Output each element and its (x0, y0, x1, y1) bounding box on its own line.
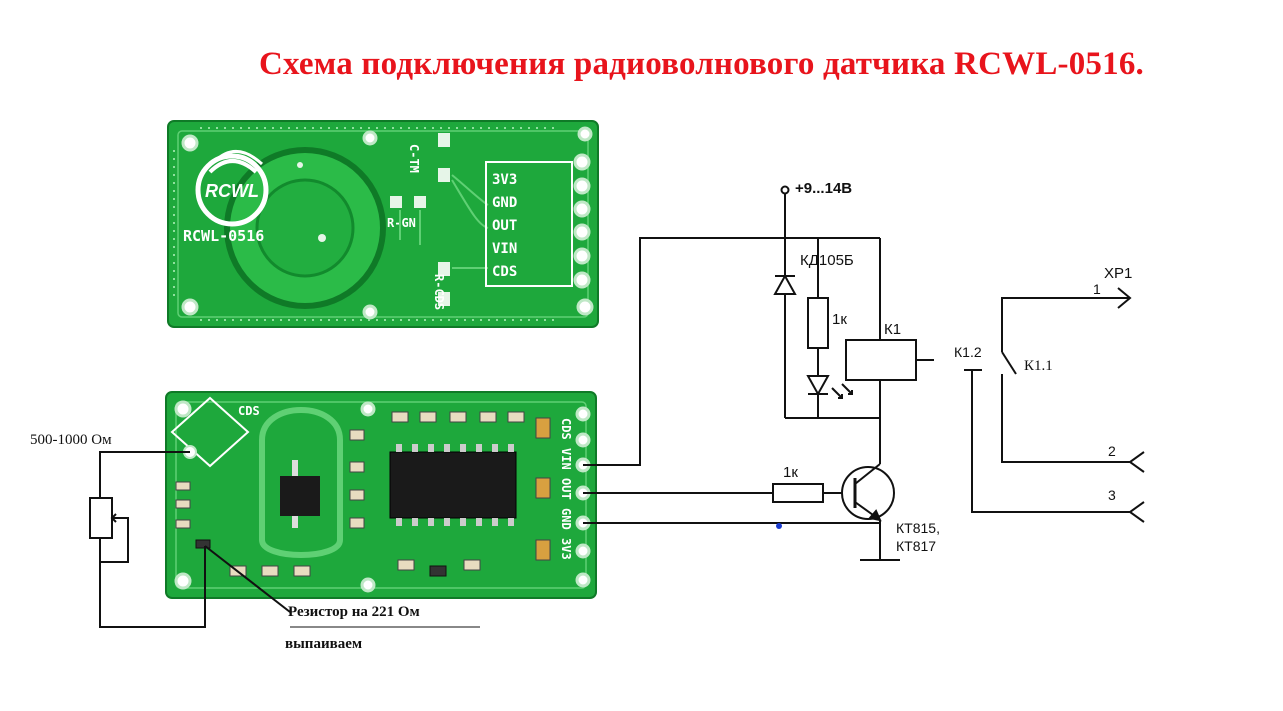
top-pin-out: OUT (492, 218, 517, 234)
pot-label: 500-1000 Ом (30, 432, 112, 448)
bottom-pin-3v3: 3V3 (559, 538, 573, 560)
bottom-pin-vin: VIN (559, 448, 573, 470)
pin1-label: 1 (1093, 281, 1101, 297)
top-pin-cds: CDS (492, 264, 517, 280)
bottom-pin-gnd: GND (559, 508, 573, 530)
pin3-label: 3 (1108, 487, 1116, 503)
bottom-pin-labels: CDS VIN OUT GND 3V3 (559, 418, 573, 560)
pin2-label: 2 (1108, 443, 1116, 459)
board-bottom: CDS (165, 391, 597, 599)
r-base-label: 1к (783, 464, 798, 481)
bottom-pin-out: OUT (559, 478, 573, 500)
pad-r-gn: R-GN (387, 216, 416, 230)
relay-contacts (964, 287, 1145, 523)
contact-k11-label: К1.1 (1024, 358, 1053, 374)
bottom-cds-label: CDS (238, 404, 260, 418)
pad-c-tm: C-TM (407, 144, 421, 173)
pad-r-cds: R-CDS (432, 274, 446, 310)
junction-dot (776, 523, 782, 529)
board-top-logo: RCWL (205, 181, 259, 201)
top-pin-gnd: GND (492, 195, 517, 211)
transistor-label-2: КТ817 (896, 538, 936, 554)
driver-wires (583, 185, 934, 561)
relay-label: К1 (884, 321, 901, 338)
diode-label: КД105Б (800, 252, 854, 269)
board-top: RCWL RCWL-0516 C-TM R-GN R-CDS 3V3 GND O… (167, 120, 599, 328)
top-pin-vin: VIN (492, 241, 517, 257)
resistor-note-line1: Резистор на 221 Ом (288, 604, 420, 620)
resistor-note-line2: выпаиваем (285, 636, 362, 652)
board-top-model: RCWL-0516 (183, 227, 264, 245)
contact-k12-label: К1.2 (954, 344, 982, 360)
supply-label: +9...14В (795, 180, 852, 197)
top-pin-3v3: 3V3 (492, 172, 517, 188)
transistor-label-1: КТ815, (896, 520, 940, 536)
bottom-pin-cds: CDS (559, 418, 573, 440)
diagram-title: Схема подключения радиоволнового датчика… (259, 46, 1144, 82)
r-led-label: 1к (832, 311, 847, 328)
connector-label: XP1 (1104, 265, 1132, 282)
potentiometer (89, 451, 480, 628)
